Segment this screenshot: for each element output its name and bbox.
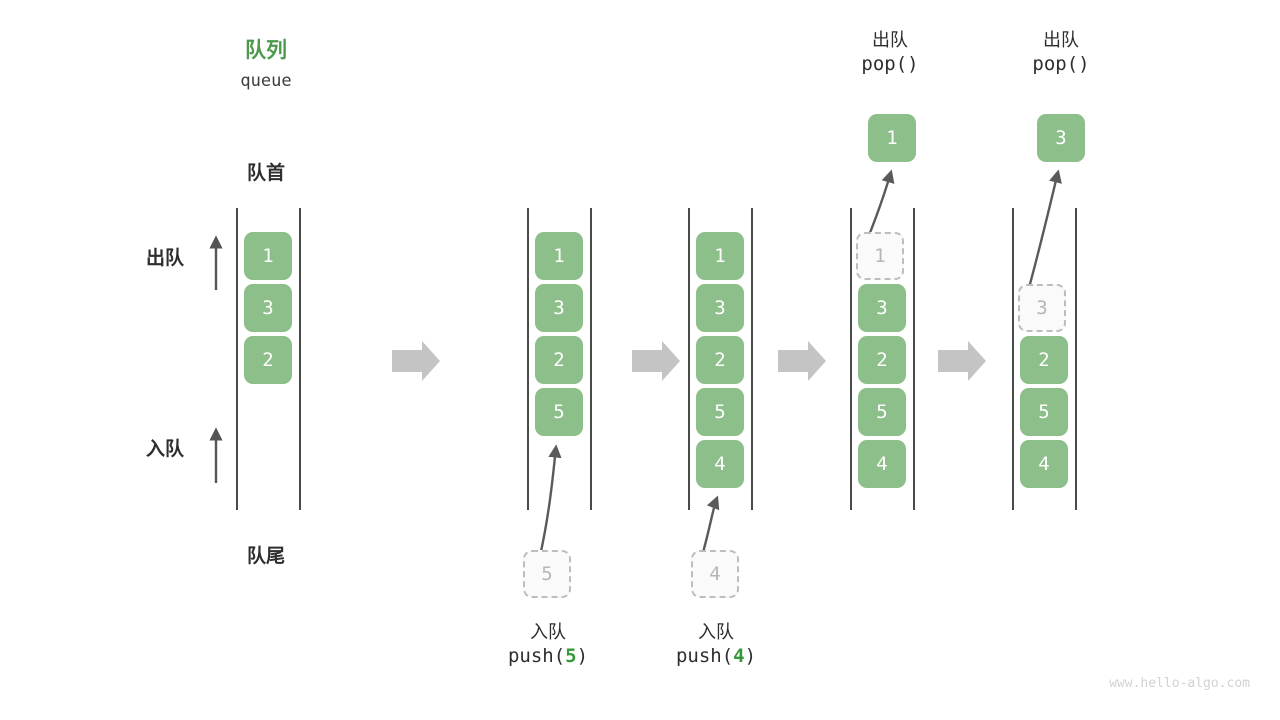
code-prefix: push( — [675, 645, 734, 668]
queue-rail-left-col2 — [527, 208, 529, 510]
popped-cell: 3 — [1037, 114, 1085, 162]
stage-transition-arrow-3 — [778, 341, 826, 381]
operation-label-code: push(4) — [636, 644, 796, 670]
queue-rail-right-col5 — [1075, 208, 1077, 510]
operation-label-code: pop() — [981, 52, 1141, 78]
queue-cell: 3 — [696, 284, 744, 332]
code-suffix: ) — [1078, 53, 1090, 76]
queue-cell: 2 — [1020, 336, 1068, 384]
queue-cell: 4 — [696, 440, 744, 488]
code-prefix: pop( — [861, 53, 908, 76]
operation-label-cn: 入队 — [698, 622, 734, 642]
code-suffix: ) — [576, 645, 589, 668]
queue-rail-right-col3 — [751, 208, 753, 510]
queue-cell: 4 — [858, 440, 906, 488]
queue-rail-left-col5 — [1012, 208, 1014, 510]
queue-rail-left-col1 — [236, 208, 238, 510]
site-watermark: www.hello-algo.com — [1109, 676, 1250, 691]
stage-transition-arrow-2 — [632, 341, 680, 381]
operation-label-cn: 入队 — [530, 622, 566, 642]
queue-rail-left-col3 — [688, 208, 690, 510]
code-arg: 4 — [733, 645, 745, 668]
queue-cell: 1 — [244, 232, 292, 280]
queue-cell: 3 — [535, 284, 583, 332]
operation-label-cn: 出队 — [872, 30, 908, 50]
operation-label-code: pop() — [810, 52, 970, 78]
queue-rail-left-col4 — [850, 208, 852, 510]
code-arg: 5 — [565, 645, 577, 668]
queue-cell: 5 — [1020, 388, 1068, 436]
code-suffix: ) — [744, 645, 757, 668]
page-title-en: queue — [240, 71, 292, 91]
queue-rail-right-col2 — [590, 208, 592, 510]
queue-rear-label: 队尾 — [246, 546, 285, 567]
operation-label-push-4: 入队 push(4) — [636, 620, 796, 670]
queue-cell: 5 — [858, 388, 906, 436]
queue-cell: 2 — [696, 336, 744, 384]
queue-front-label: 队首 — [246, 163, 285, 184]
queue-cell: 2 — [858, 336, 906, 384]
operation-label-cn: 出队 — [1043, 30, 1079, 50]
queue-rail-right-col1 — [299, 208, 301, 510]
dequeue-label: 出队 — [146, 248, 185, 269]
code-suffix: ) — [907, 53, 919, 76]
page-title-cn: 队列 — [245, 39, 287, 62]
stage-transition-arrow-4 — [938, 341, 986, 381]
queue-cell: 2 — [535, 336, 583, 384]
queue-rail-right-col4 — [913, 208, 915, 510]
enqueue-label: 入队 — [146, 439, 185, 460]
operation-label-pop-1: 出队 pop() — [810, 28, 970, 78]
code-prefix: push( — [507, 645, 566, 668]
incoming-ghost-cell: 4 — [691, 550, 739, 598]
queue-cell: 5 — [535, 388, 583, 436]
operation-label-pop-3: 出队 pop() — [981, 28, 1141, 78]
queue-cell: 2 — [244, 336, 292, 384]
stage-transition-arrow-1 — [392, 341, 440, 381]
incoming-ghost-cell: 5 — [523, 550, 571, 598]
queue-cell: 3 — [244, 284, 292, 332]
queue-cell: 4 — [1020, 440, 1068, 488]
code-prefix: pop( — [1032, 53, 1079, 76]
queue-cell: 3 — [1018, 284, 1066, 332]
queue-cell: 1 — [535, 232, 583, 280]
popped-cell: 1 — [868, 114, 916, 162]
push-arrow-5 — [538, 444, 562, 557]
queue-cell: 1 — [696, 232, 744, 280]
operation-label-code: push(5) — [468, 644, 628, 670]
queue-cell: 5 — [696, 388, 744, 436]
queue-cell: 3 — [858, 284, 906, 332]
push-arrow-4 — [700, 495, 720, 557]
operation-label-push-5: 入队 push(5) — [468, 620, 628, 670]
queue-cell: 1 — [856, 232, 904, 280]
pop-arrow-3 — [1025, 169, 1062, 296]
